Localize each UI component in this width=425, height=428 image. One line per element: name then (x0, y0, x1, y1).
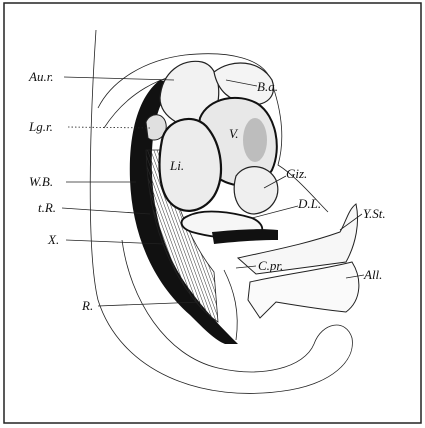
label-x: X. (47, 232, 59, 247)
label-yst: Y.St. (363, 206, 386, 221)
gizzard (234, 167, 278, 214)
label-wb: W.B. (29, 174, 53, 189)
ventricle-shading (243, 118, 267, 162)
label-aur: Au.r. (28, 69, 54, 84)
label-ba: B.a. (257, 79, 278, 94)
leader-aur (64, 77, 174, 80)
label-lgr: Lg.r. (28, 119, 53, 134)
label-cpr: C.pr. (258, 258, 283, 273)
label-tr: t.R. (38, 200, 56, 215)
label-all: All. (363, 267, 382, 282)
caudal-gut (224, 270, 237, 340)
label-giz: Giz. (286, 166, 307, 181)
liver (160, 119, 221, 211)
label-li: Li. (169, 158, 184, 173)
label-r: R. (81, 298, 93, 313)
label-v: V. (229, 126, 239, 141)
label-dl: D.L. (297, 196, 321, 211)
intestine (212, 229, 278, 244)
